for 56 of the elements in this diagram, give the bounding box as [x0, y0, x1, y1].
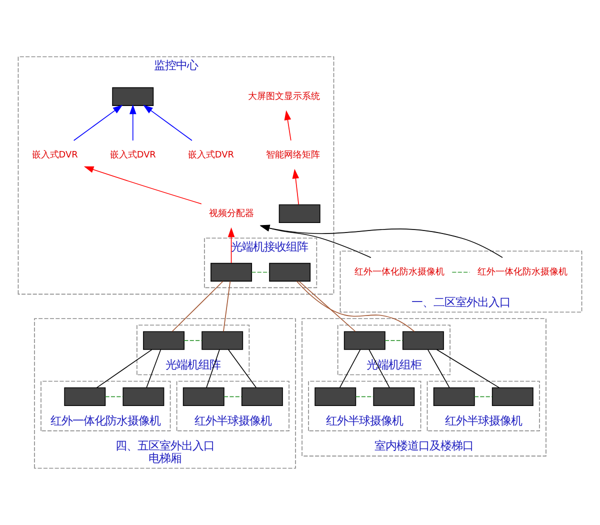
connector [96, 349, 152, 388]
cluster: 红外一体化防水摄像机 [40, 380, 171, 432]
arrow [73, 104, 123, 141]
node-box [112, 87, 154, 106]
node-box [64, 387, 106, 406]
node-box [210, 262, 252, 282]
cluster: 红外半球摄像机 [176, 380, 290, 432]
node-text: 嵌入式DVR [188, 150, 234, 160]
connector [298, 280, 356, 332]
node-box [492, 387, 534, 406]
node-box [433, 387, 475, 406]
node-text: 红外一体化防水摄像机 [354, 268, 445, 278]
connector [368, 349, 390, 388]
cluster: 红外半球摄像机 [308, 380, 422, 432]
node-box [269, 262, 311, 282]
connector [224, 396, 242, 398]
connector [228, 349, 256, 388]
connector [172, 280, 224, 332]
node-box [202, 331, 244, 350]
connector [384, 340, 404, 341]
connector [184, 340, 202, 341]
node-text: 视频分配器 [208, 208, 254, 219]
node-box [402, 331, 444, 350]
arrow [260, 224, 372, 258]
cluster: 光端机组柜 [337, 324, 450, 376]
arrow [129, 104, 136, 141]
node-text: 大屏图文显示系统 [248, 92, 320, 102]
arrow [143, 104, 192, 141]
node-text: 嵌入式DVR [32, 150, 78, 160]
node-box [278, 204, 320, 224]
node-box [373, 387, 415, 406]
arrow [260, 224, 503, 258]
cluster: 红外半球摄像机 [426, 380, 540, 432]
node-box [241, 387, 283, 406]
node-text: 红外一体化防水摄像机 [477, 268, 568, 278]
arrow [228, 227, 235, 264]
node-box [314, 387, 356, 406]
node-box [182, 387, 224, 406]
connector [296, 280, 415, 332]
connector [104, 396, 124, 398]
connector [452, 272, 470, 273]
connector [339, 349, 361, 388]
connector [146, 349, 162, 388]
arrow [84, 166, 202, 204]
connector [355, 396, 374, 398]
node-text: 嵌入式DVR [110, 150, 156, 160]
node-text: 智能网络矩阵 [266, 150, 320, 160]
arrow [292, 168, 300, 205]
node-box [143, 331, 185, 350]
node-box [122, 387, 164, 406]
node-box [344, 331, 386, 350]
connector [251, 272, 270, 273]
connector [474, 396, 492, 398]
connector [436, 349, 500, 388]
connector [223, 280, 231, 332]
arrow [284, 110, 292, 141]
